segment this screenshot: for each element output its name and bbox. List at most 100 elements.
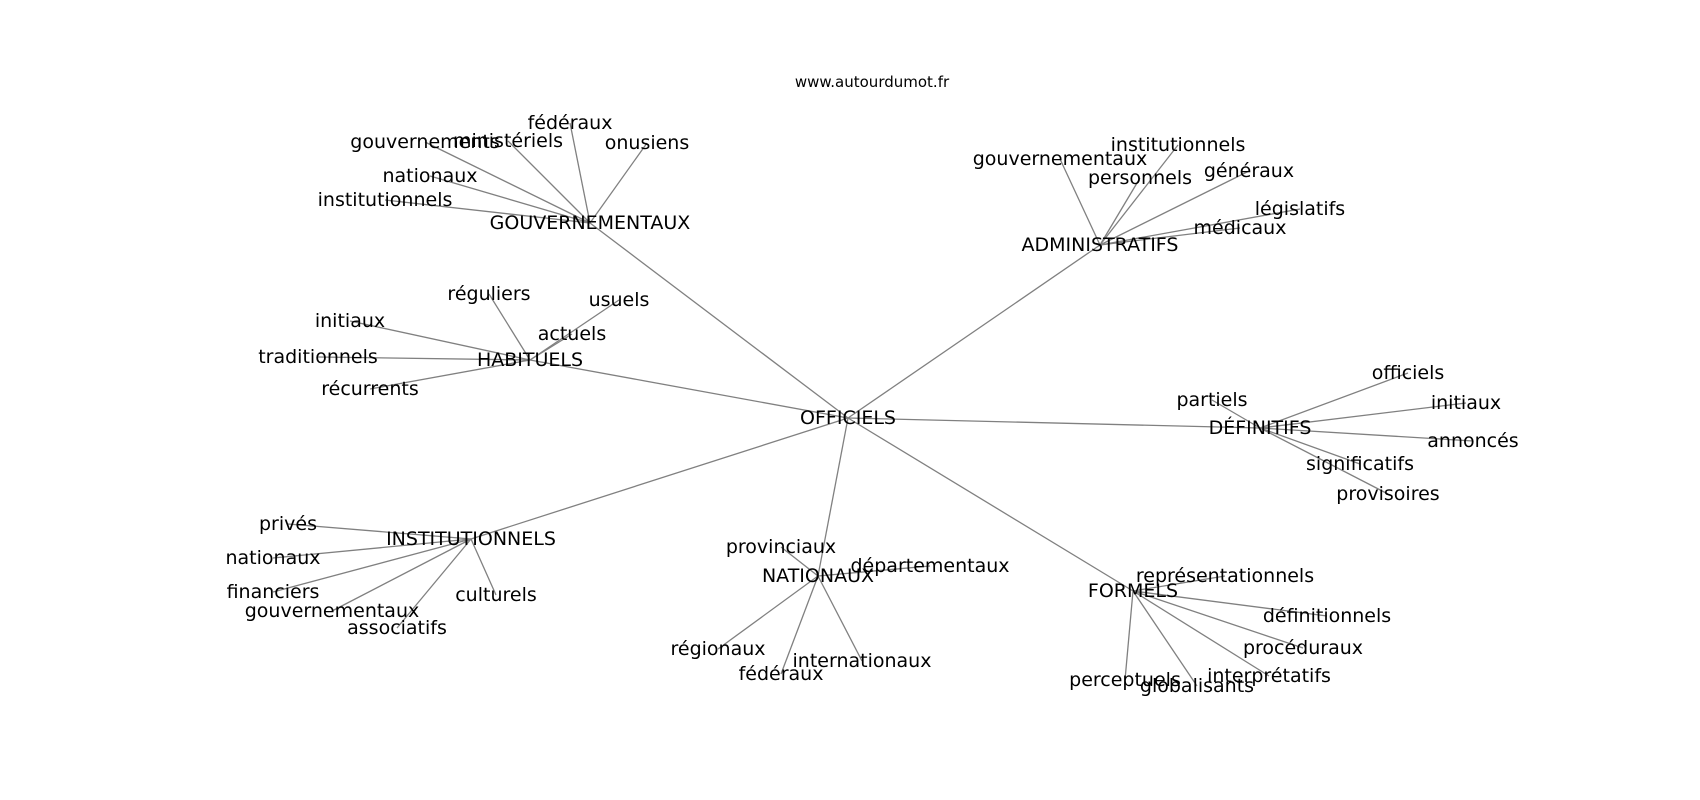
edge-administratifs-personnels [1099, 177, 1141, 246]
edge-administratifs-gouvernementaux [1059, 158, 1101, 246]
leaf-node-institutionnels-culturels: culturels [455, 584, 537, 606]
edge-gouvernementaux-ministeriels [507, 140, 591, 224]
edge-institutionnels-financiers [272, 538, 472, 593]
hub-node-habituels: HABITUELS [477, 349, 583, 371]
edge-definitifs-partiels [1211, 399, 1261, 429]
edge-root-gouvernementaux [589, 222, 849, 419]
leaf-node-nationaux-regionaux: régionaux [670, 638, 765, 660]
edge-gouvernementaux-nationaux [429, 175, 591, 224]
hub-node-nationaux: NATIONAUX [762, 565, 874, 587]
edge-gouvernementaux-gouvernements [424, 141, 591, 224]
leaf-node-nationaux-internationaux: internationaux [793, 650, 932, 672]
leaf-node-habituels-actuels: actuels [538, 323, 606, 345]
leaf-node-formels-representationnels: représentationnels [1136, 565, 1314, 587]
leaf-node-habituels-recurrents: récurrents [321, 378, 419, 400]
edge-formels-representationnels [1132, 575, 1226, 592]
edge-habituels-recurrents [369, 359, 531, 390]
leaf-node-administratifs-institutionnels: institutionnels [1111, 134, 1246, 156]
leaf-node-institutionnels-gouvernementaux: gouvernementaux [245, 600, 420, 622]
edge-definitifs-initiaux [1259, 402, 1467, 429]
leaf-node-nationaux-departementaux: départementaux [850, 555, 1009, 577]
leaf-node-formels-definitionnels: définitionnels [1263, 605, 1391, 627]
leaf-node-institutionnels-associatifs: associatifs [347, 617, 447, 639]
edge-formels-globalisants [1132, 590, 1198, 687]
leaf-node-formels-proceduraux: procéduraux [1243, 637, 1363, 659]
edge-root-administratifs [847, 244, 1101, 419]
edge-administratifs-legislatifs [1099, 208, 1301, 246]
edge-root-institutionnels [470, 417, 849, 540]
hub-node-formels: FORMELS [1088, 580, 1178, 602]
leaf-node-nationaux-provinciaux: provinciaux [726, 536, 836, 558]
edge-definitifs-officiels [1259, 372, 1409, 429]
leaf-node-institutionnels-nationaux: nationaux [225, 547, 320, 569]
root-node-officiels: OFFICIELS [800, 407, 896, 429]
edge-nationaux-departementaux [817, 565, 931, 577]
edge-gouvernementaux-institutionnels [384, 199, 591, 224]
edge-administratifs-generaux [1099, 170, 1250, 246]
leaf-node-administratifs-personnels: personnels [1088, 167, 1192, 189]
leaf-node-administratifs-legislatifs: législatifs [1255, 198, 1345, 220]
leaf-node-nationaux-federaux: fédéraux [739, 663, 824, 685]
leaf-node-gouvernementaux-onusiens: onusiens [605, 132, 690, 154]
leaf-node-gouvernementaux-federaux: fédéraux [528, 112, 613, 134]
edge-habituels-reguliers [488, 293, 531, 361]
leaf-node-gouvernementaux-ministeriels: ministériels [453, 130, 563, 152]
leaf-node-habituels-initiaux: initiaux [315, 310, 385, 332]
leaf-node-habituels-reguliers: réguliers [447, 283, 530, 305]
leaf-node-definitifs-initiaux: initiaux [1431, 392, 1501, 414]
edge-definitifs-provisoires [1259, 427, 1389, 495]
leaf-node-definitifs-provisoires: provisoires [1336, 483, 1439, 505]
edge-habituels-initiaux [349, 320, 531, 361]
hub-node-definitifs: DÉFINITIFS [1209, 416, 1312, 439]
leaf-node-habituels-usuels: usuels [589, 289, 650, 311]
leaf-node-institutionnels-prives: privés [259, 513, 317, 535]
edge-nationaux-federaux [780, 575, 819, 675]
leaf-node-definitifs-significatifs: significatifs [1306, 453, 1414, 475]
edge-definitifs-significatifs [1259, 427, 1361, 465]
edge-formels-interpretatifs [1132, 590, 1270, 677]
edge-institutionnels-prives [287, 523, 472, 540]
edge-nationaux-regionaux [717, 575, 819, 650]
edge-habituels-traditionnels [317, 356, 531, 361]
leaf-node-gouvernementaux-gouvernements: gouvernements [350, 131, 499, 153]
edge-root-definitifs [847, 417, 1261, 429]
edge-institutionnels-gouvernementaux [331, 538, 472, 612]
edge-nationaux-provinciaux [780, 546, 819, 577]
source-credit: www.autourdumot.fr [795, 73, 950, 91]
leaf-node-definitifs-officiels: officiels [1372, 362, 1445, 384]
edge-administratifs-medicaux [1099, 227, 1241, 246]
leaf-node-gouvernementaux-nationaux: nationaux [382, 165, 477, 187]
leaf-node-habituels-traditionnels: traditionnels [258, 346, 378, 368]
edge-institutionnels-culturels [470, 538, 497, 596]
edge-formels-perceptuels [1124, 590, 1134, 681]
hub-node-administratifs: ADMINISTRATIFS [1022, 234, 1179, 256]
edge-formels-proceduraux [1132, 590, 1304, 649]
edge-formels-definitionnels [1132, 590, 1328, 617]
leaf-node-institutionnels-financiers: financiers [227, 581, 320, 603]
edge-definitifs-annonces [1259, 427, 1474, 442]
hub-node-gouvernementaux: GOUVERNEMENTAUX [490, 212, 691, 234]
edge-habituels-usuels [529, 299, 620, 361]
edge-root-habituels [529, 359, 849, 419]
edge-root-nationaux [817, 417, 849, 577]
leaf-node-formels-globalisants: globalisants [1140, 675, 1254, 697]
edge-nationaux-internationaux [817, 575, 863, 662]
edge-gouvernementaux-federaux [569, 122, 591, 224]
leaf-node-administratifs-medicaux: médicaux [1194, 217, 1287, 239]
edge-root-formels [847, 417, 1134, 592]
leaf-node-definitifs-annonces: annoncés [1427, 430, 1518, 452]
leaf-node-administratifs-generaux: généraux [1204, 160, 1294, 182]
leaf-node-definitifs-partiels: partiels [1176, 389, 1247, 411]
leaf-node-formels-perceptuels: perceptuels [1069, 669, 1181, 691]
leaf-node-formels-interpretatifs: interprétatifs [1207, 665, 1331, 687]
hub-node-institutionnels: INSTITUTIONNELS [386, 528, 556, 550]
leaf-node-gouvernementaux-institutionnels: institutionnels [318, 189, 453, 211]
edge-gouvernementaux-onusiens [589, 142, 648, 224]
leaf-node-administratifs-gouvernementaux: gouvernementaux [973, 148, 1148, 170]
edge-institutionnels-nationaux [272, 538, 472, 559]
edge-institutionnels-associatifs [396, 538, 472, 629]
graph-labels: gouvernementsministérielsfédérauxonusien… [225, 112, 1518, 697]
edge-habituels-actuels [529, 333, 573, 361]
edge-administratifs-institutionnels [1099, 144, 1179, 246]
